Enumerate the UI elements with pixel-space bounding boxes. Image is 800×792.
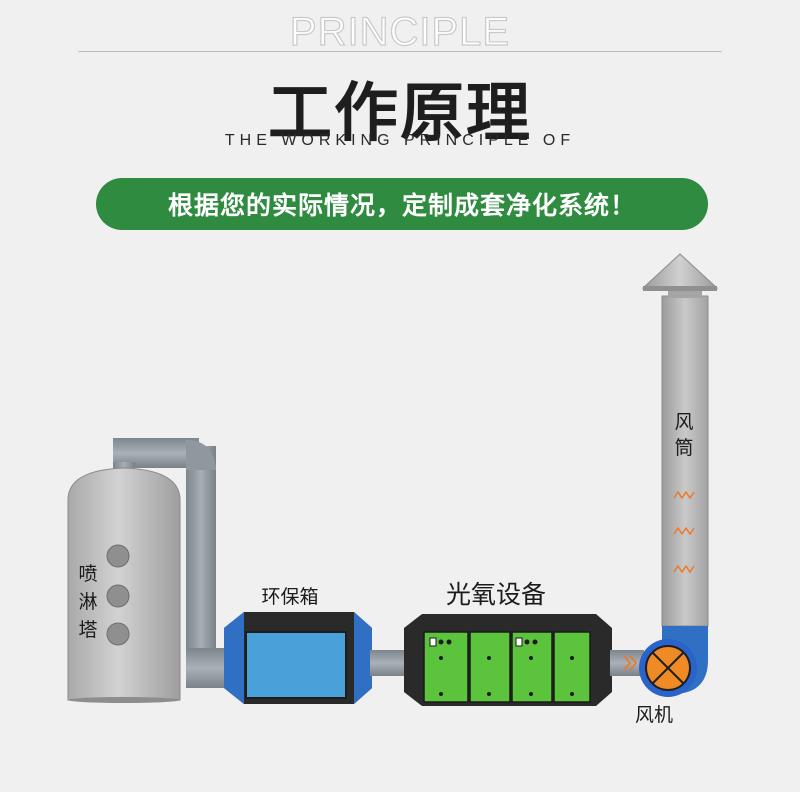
activated-carbon-box [224,612,372,704]
chimney [641,253,719,694]
tower-port-icon [106,544,130,568]
tower-label-1: 喷 [78,563,97,585]
tower-label-3: 塔 [78,619,97,641]
divider [78,51,722,52]
tower-port-icon [106,584,130,608]
airflow-arrow-icon [623,655,638,671]
slogan-banner: 根据您的实际情况，定制成套净化系统！ [96,178,708,230]
connector-duct [370,650,410,676]
page-title: 工作原理 [268,77,532,151]
photo-oxygen-label: 光氧设备 [446,580,546,609]
spray-tower [67,467,181,703]
chimney-label-2: 筒 [674,437,693,459]
photo-oxygen-unit [404,614,612,706]
fan [639,639,697,697]
tower-port-icon [106,622,130,646]
carbon-box-label: 环保箱 [261,586,318,608]
eyebrow-heading: PRINCIPLE [289,9,511,54]
fan-inlet-duct [610,650,644,676]
tower-label-2: 淋 [78,591,97,613]
airflow-arrow-icon [673,490,695,574]
chimney-label-1: 风 [674,411,693,433]
page-subtitle: THE WORKING PRINCIPLE OF [224,132,576,149]
fan-label: 风机 [635,704,673,726]
